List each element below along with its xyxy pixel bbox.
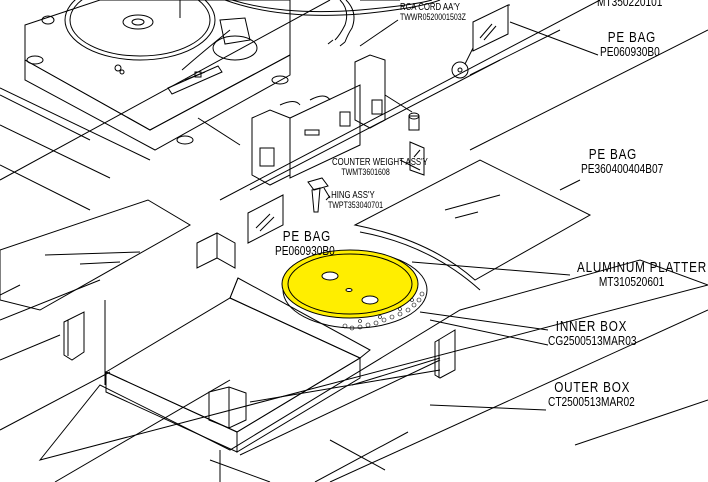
corner-protectors — [63, 232, 456, 429]
part-name: RCA CORD AA'Y — [400, 2, 461, 13]
callout-inner-box: INNER BOX CG2500513MAR03 — [548, 319, 637, 347]
part-name: COUNTER WEIGHT ASS'Y — [332, 157, 428, 168]
part-code: PE060930B0 — [275, 243, 335, 258]
part-code: CT2500513MAR02 — [548, 394, 635, 409]
part-name: PE BAG — [588, 146, 638, 163]
part-name: ALUMINUM PLATTER — [577, 259, 707, 276]
part-code: MT310520601 — [598, 274, 665, 289]
part-code: MT350220101 — [597, 0, 663, 9]
callout-hing-assy: HING ASS'Y TWPT353040701 — [328, 191, 383, 210]
callout-aluminum-platter: ALUMINUM PLATTER MT310520601 — [577, 260, 707, 288]
callout-pe-bag-3: PE BAG PE060930B0 — [275, 229, 335, 257]
part-name: PE BAG — [282, 228, 332, 245]
outer-box-part — [0, 259, 708, 482]
part-code: CG2500513MAR03 — [548, 333, 637, 348]
leader-lines — [325, 19, 421, 201]
callout-top-partial: MT350220101 — [597, 0, 662, 8]
callout-outer-box: OUTER BOX CT2500513MAR02 — [548, 380, 635, 408]
part-name: PE BAG — [607, 29, 657, 46]
callout-pe-bag-1: PE BAG PE060930B0 — [600, 30, 660, 58]
part-code: TWPT353040701 — [328, 200, 384, 210]
part-code: PE360400404B07 — [581, 161, 664, 176]
part-name: OUTER BOX — [554, 379, 631, 396]
aluminum-platter-part — [281, 249, 571, 331]
callout-counter-weight: COUNTER WEIGHT ASS'Y TWMT3601608 — [332, 158, 428, 177]
callout-rca-cord: RCA CORD AA'Y TWWR0520001503Z — [400, 3, 466, 22]
callout-pe-bag-2: PE BAG PE360400404B07 — [581, 147, 663, 175]
rca-cord — [327, 0, 400, 47]
part-code: TWWR0520001503Z — [400, 12, 466, 22]
hing-assy-part — [307, 177, 331, 213]
part-name: HING ASS'Y — [331, 190, 375, 201]
dust-cover-edge — [224, 0, 441, 16]
packing-insert — [251, 54, 425, 186]
turntable-unit — [0, 0, 291, 151]
part-code: PE060930B0 — [600, 44, 660, 59]
part-name: INNER BOX — [555, 318, 628, 335]
left-sheet — [0, 199, 191, 311]
pe-bag-middle — [247, 194, 284, 244]
part-code: TWMT3601608 — [341, 167, 390, 177]
pe-bag-top — [451, 4, 599, 79]
